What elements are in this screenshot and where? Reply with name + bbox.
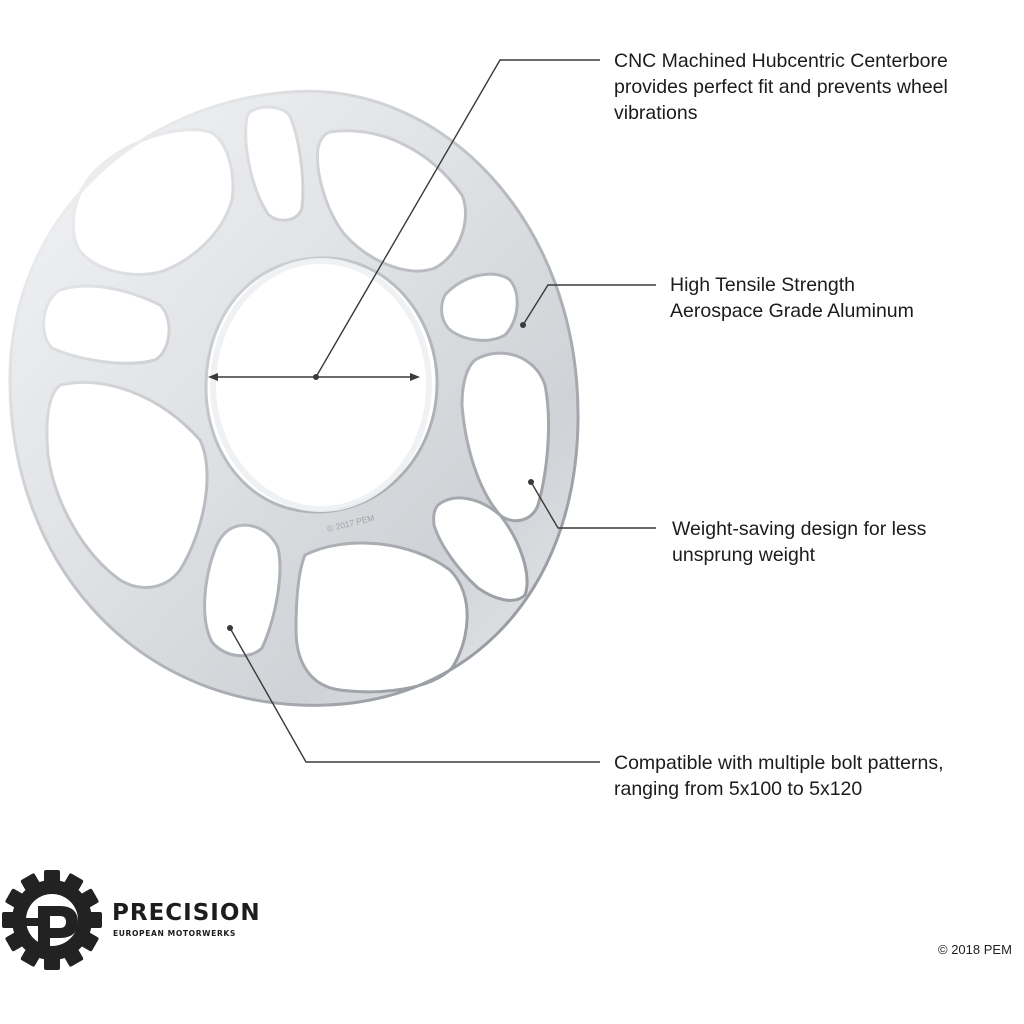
wheel-spacer — [8, 89, 580, 707]
callout-line: vibrations — [614, 102, 698, 124]
callout-line: Weight-saving design for less — [672, 518, 927, 540]
callout-line: ranging from 5x100 to 5x120 — [614, 778, 863, 800]
callout-line: CNC Machined Hubcentric Centerbore — [614, 50, 948, 72]
arrow-head-left — [208, 373, 218, 381]
leader-dot-bolt-pattern — [227, 625, 233, 631]
copyright-notice: © 2018 PEM — [938, 942, 1012, 957]
callout-line: High Tensile Strength — [670, 274, 856, 296]
callout-line: unsprung weight — [672, 544, 816, 566]
callout-line: provides perfect fit and prevents wheel — [614, 76, 948, 98]
brand-subtitle: EUROPEAN MOTORWERKS — [113, 929, 236, 938]
callout-aluminum: High Tensile Strength Aerospace Grade Al… — [670, 272, 914, 324]
callout-line: Compatible with multiple bolt patterns, — [614, 752, 944, 774]
leader-dots — [227, 322, 534, 631]
leader-dot-centerbore — [313, 374, 319, 380]
leader-dot-weight — [528, 479, 534, 485]
callout-line: Aerospace Grade Aluminum — [670, 300, 914, 322]
callout-bolt-patterns: Compatible with multiple bolt patterns, … — [614, 750, 944, 802]
leader-line-aluminum — [522, 284, 656, 326]
arrow-head-right — [410, 373, 420, 381]
gear-p-logo-icon — [2, 870, 102, 970]
leader-line-bolt-pattern — [229, 627, 600, 763]
callout-centerbore: CNC Machined Hubcentric Centerbore provi… — [614, 48, 948, 126]
callout-weight-saving: Weight-saving design for less unsprung w… — [672, 516, 926, 568]
leader-dot-aluminum — [520, 322, 526, 328]
brand-name: PRECISION — [112, 900, 261, 926]
leader-line-centerbore — [315, 59, 600, 378]
leader-line-weight — [530, 481, 656, 529]
